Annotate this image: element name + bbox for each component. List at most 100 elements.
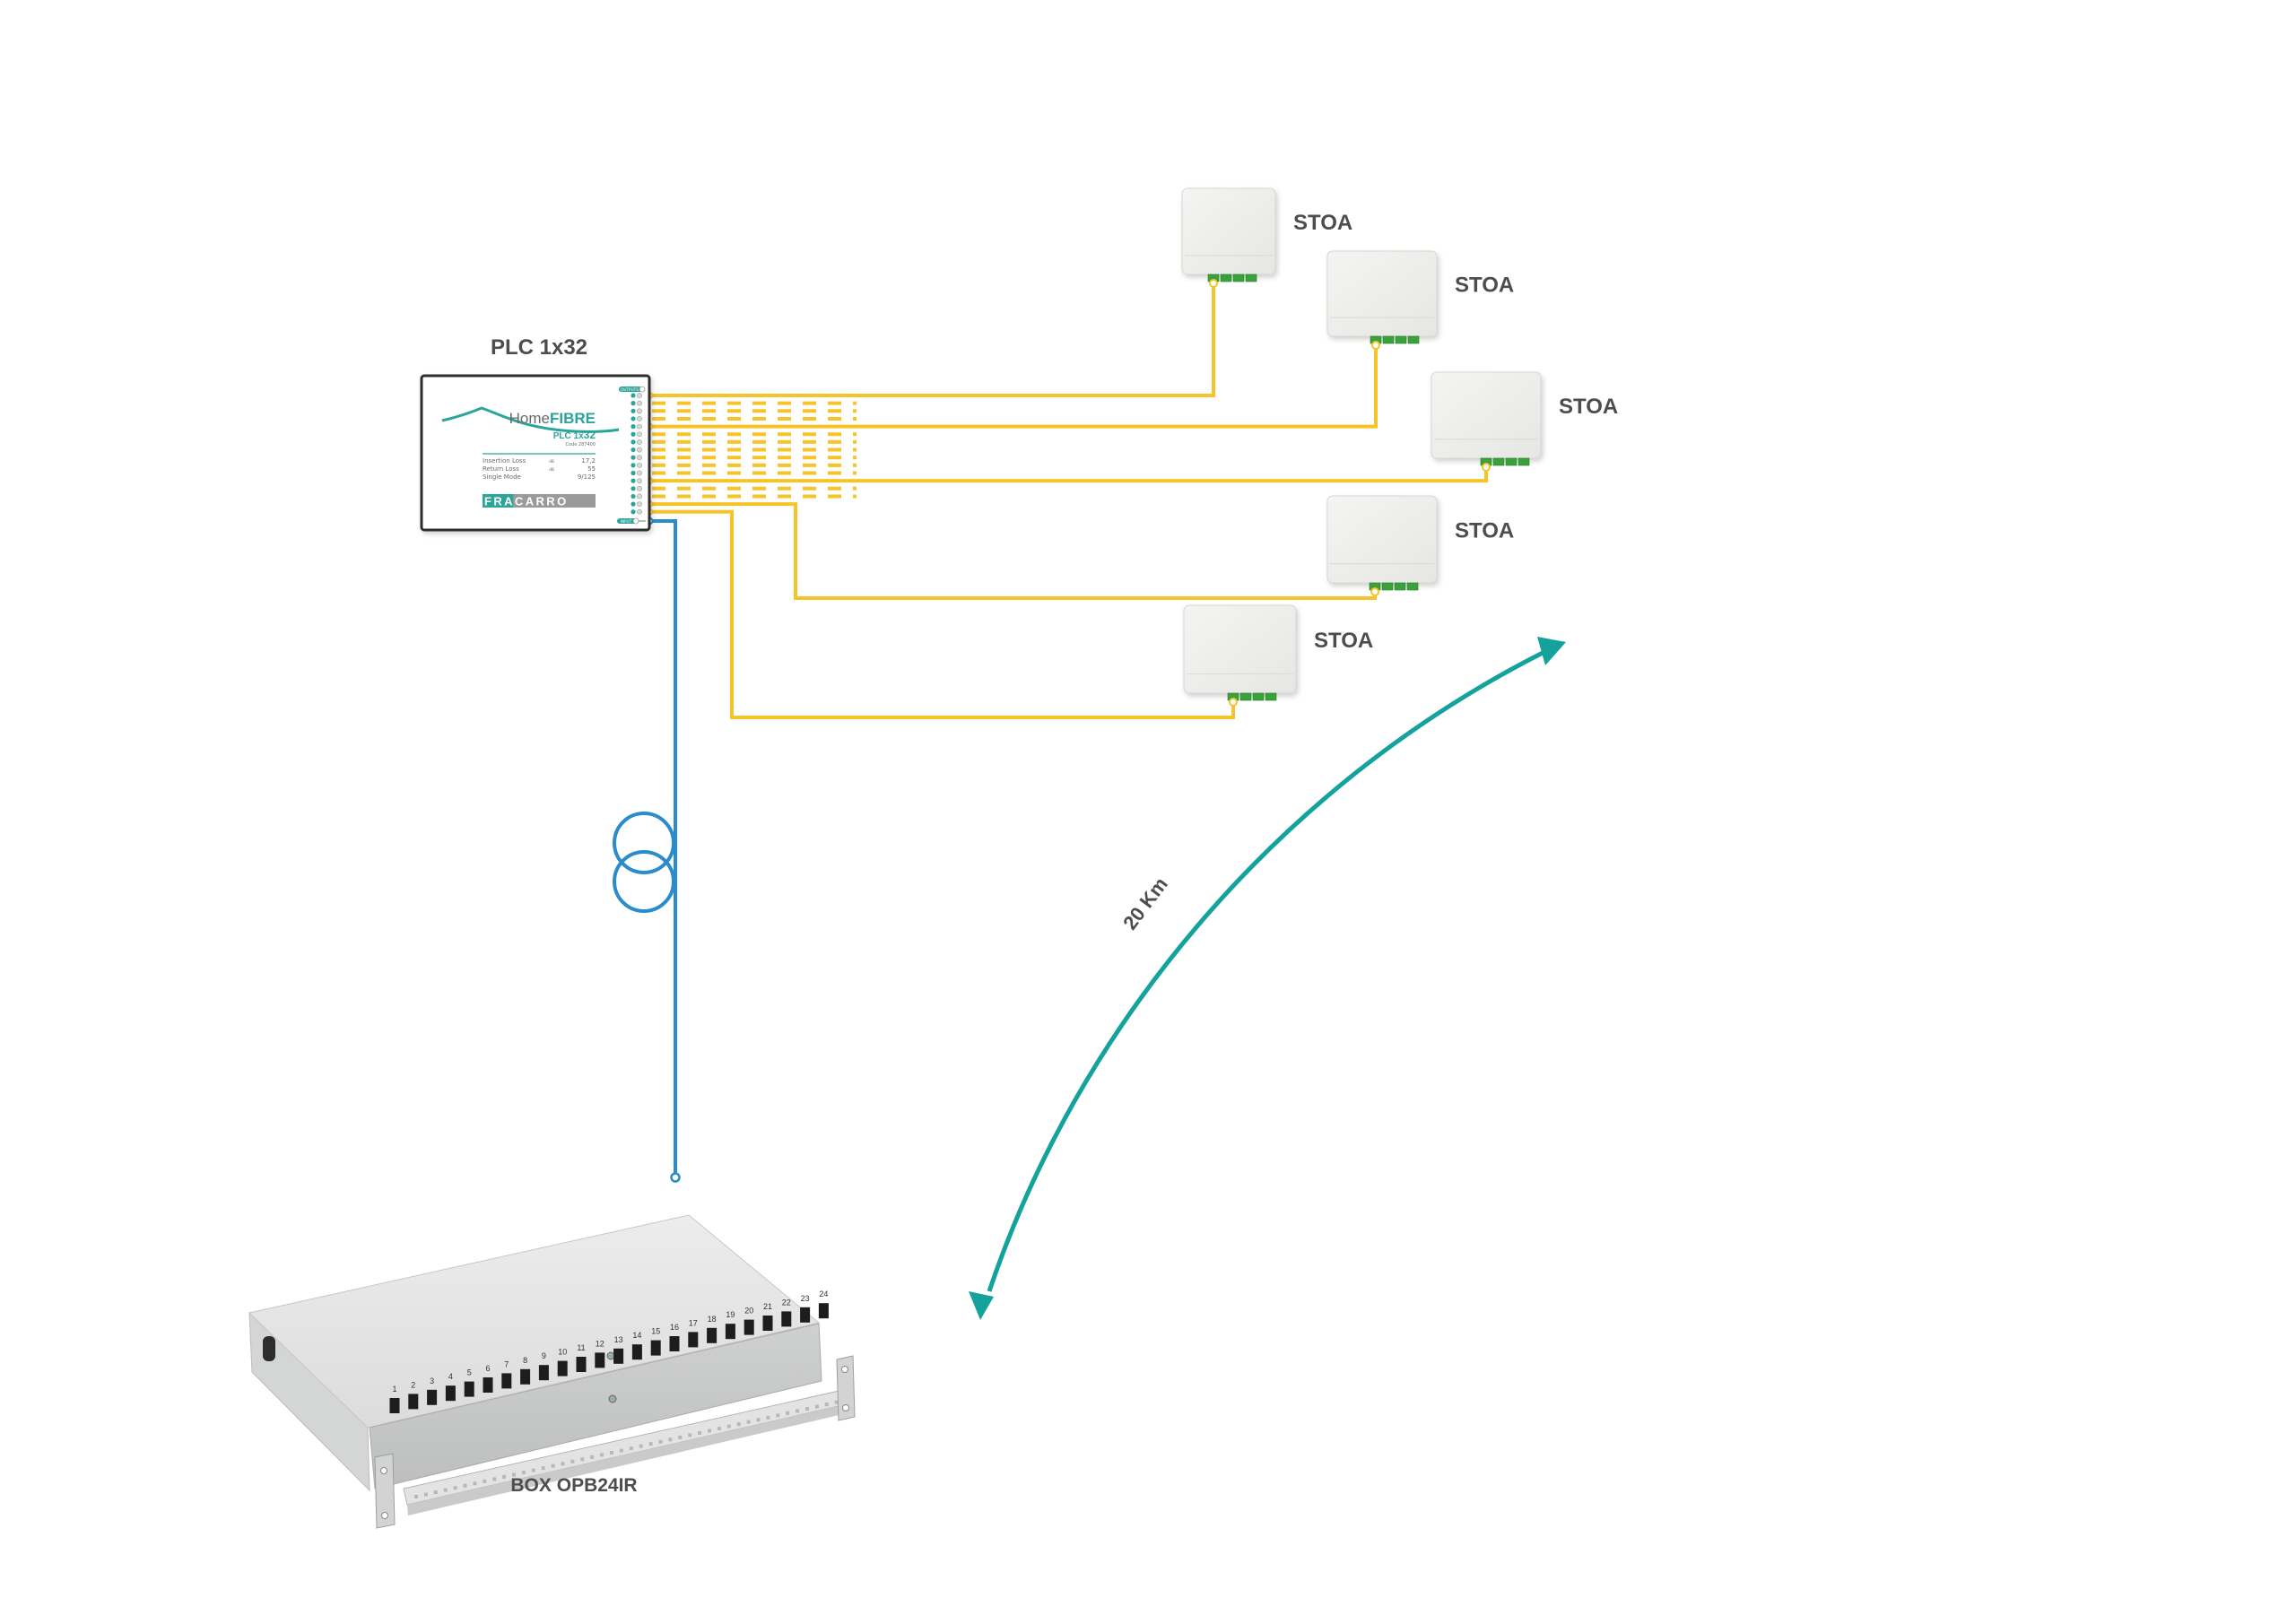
- bar-hole: [561, 1462, 565, 1466]
- fibre-end-connector: [1370, 587, 1379, 596]
- patch-panel-port[interactable]: 23: [800, 1294, 811, 1323]
- stoa-unit[interactable]: STOA: [1326, 250, 1514, 350]
- stoa-label: STOA: [1455, 274, 1514, 298]
- port-socket-icon: [613, 1348, 624, 1364]
- outputs-tag-text: OUTPUTS: [621, 387, 639, 392]
- stoa-enclosure: [1326, 250, 1438, 337]
- spec-unit: dB: [549, 467, 554, 473]
- rack-front-panel: [369, 1323, 822, 1489]
- plc-brand: HomeFIBRE: [509, 410, 596, 427]
- patch-panel-port[interactable]: 1: [389, 1385, 400, 1413]
- patch-panel-port[interactable]: 3: [427, 1376, 438, 1405]
- bar-hole: [786, 1411, 790, 1415]
- patch-panel-port[interactable]: 19: [725, 1310, 735, 1340]
- port-number: 10: [558, 1348, 567, 1357]
- plc-splitter[interactable]: PLC 1x32 HomeFIBRE PLC 1x32 Code 287400 …: [420, 335, 651, 532]
- rack-ear-right: [836, 1355, 856, 1421]
- port-number: 18: [708, 1315, 717, 1324]
- port-socket-icon: [408, 1394, 419, 1410]
- input-tag-text: INPUT: [621, 519, 632, 524]
- bar-hole: [736, 1422, 741, 1427]
- patch-panel-port[interactable]: 6: [483, 1364, 493, 1393]
- bar-hole: [648, 1442, 653, 1446]
- stoa-label: STOA: [1559, 395, 1618, 419]
- outputs-tag-knob: [639, 386, 646, 393]
- stoa-label: STOA: [1314, 629, 1373, 653]
- port-socket-icon: [800, 1307, 811, 1323]
- stoa-enclosure: [1181, 187, 1276, 275]
- stoa-unit[interactable]: STOA: [1181, 187, 1352, 288]
- port-socket-icon: [464, 1381, 474, 1397]
- patch-panel-port[interactable]: 14: [631, 1331, 642, 1360]
- input-tag-knob: [632, 517, 639, 525]
- distance-indicator: 20 Km: [969, 637, 1566, 1320]
- port-socket-icon: [637, 508, 642, 515]
- port-number-badge: [631, 478, 636, 483]
- patch-panel-port[interactable]: 15: [650, 1327, 661, 1356]
- port-number-badge: [631, 486, 636, 491]
- port-number: 1: [392, 1385, 396, 1394]
- patch-panel-port[interactable]: 18: [707, 1315, 718, 1343]
- patch-panel-port[interactable]: 13: [613, 1335, 624, 1364]
- outputs-tag: OUTPUTS: [619, 386, 646, 393]
- bar-hole: [776, 1413, 780, 1418]
- port-number: 4: [448, 1372, 453, 1381]
- bar-hole: [814, 1404, 819, 1409]
- port-number-badge: [631, 401, 636, 406]
- bar-hole: [619, 1448, 623, 1453]
- patch-panel-port[interactable]: 20: [744, 1307, 754, 1335]
- port-socket-icon: [707, 1327, 718, 1343]
- bar-hole: [834, 1400, 839, 1404]
- patch-panel-port[interactable]: 5: [464, 1368, 474, 1397]
- bar-hole: [746, 1420, 751, 1424]
- stoa-unit[interactable]: STOA: [1431, 371, 1618, 472]
- port-number: 19: [726, 1310, 735, 1319]
- port-number: 9: [542, 1351, 546, 1360]
- distance-label: 20 Km: [1118, 873, 1172, 934]
- stoa-port-icon: [1220, 274, 1232, 282]
- bar-hole: [796, 1409, 800, 1413]
- stoa-port-icon: [1265, 692, 1277, 701]
- port-number-badge: [631, 463, 636, 468]
- port-socket-icon: [669, 1336, 680, 1351]
- stoa-unit[interactable]: STOA: [1183, 604, 1373, 707]
- port-number: 20: [744, 1307, 753, 1316]
- stoa-unit[interactable]: STOA: [1326, 495, 1514, 596]
- bar-hole: [453, 1486, 457, 1490]
- stoa-port-icon: [1492, 457, 1505, 466]
- coil-loop-upper: [613, 812, 675, 874]
- patch-panel-port[interactable]: 4: [445, 1372, 456, 1402]
- port-number: 21: [763, 1302, 772, 1311]
- patch-panel-port[interactable]: 2: [408, 1380, 419, 1410]
- patch-panel-port[interactable]: 10: [557, 1348, 568, 1376]
- coil-loop-lower: [613, 850, 675, 913]
- stoa-port-icon: [1382, 335, 1395, 344]
- patch-panel-port[interactable]: 17: [688, 1318, 699, 1348]
- bar-hole: [502, 1474, 507, 1479]
- stoa-endpoints: STOA STOA STOA STOA STOA: [1181, 187, 1618, 707]
- front-screw-icon: [608, 1394, 617, 1403]
- patch-panel-port[interactable]: 8: [520, 1356, 531, 1385]
- bar-hole: [678, 1435, 683, 1439]
- patch-panel-port[interactable]: 9: [538, 1351, 549, 1381]
- port-number-badge: [631, 493, 636, 499]
- rack-ear-left-hole-2: [381, 1512, 388, 1519]
- port-socket-icon: [501, 1373, 512, 1389]
- port-socket-icon: [637, 416, 642, 421]
- patch-panel-port[interactable]: 12: [595, 1339, 605, 1368]
- patch-panel-port[interactable]: 11: [576, 1343, 587, 1372]
- patch-panel-port[interactable]: 7: [501, 1359, 512, 1389]
- patch-panel-port[interactable]: 21: [762, 1302, 773, 1331]
- patch-panel-port[interactable]: 16: [669, 1323, 680, 1351]
- port-socket-icon: [520, 1368, 531, 1385]
- rack-ear-left: [374, 1453, 396, 1529]
- patch-panel-port[interactable]: 22: [781, 1298, 792, 1327]
- port-socket-icon: [818, 1303, 829, 1319]
- bar-hole: [541, 1466, 545, 1471]
- patch-panel-port[interactable]: 24: [818, 1290, 829, 1319]
